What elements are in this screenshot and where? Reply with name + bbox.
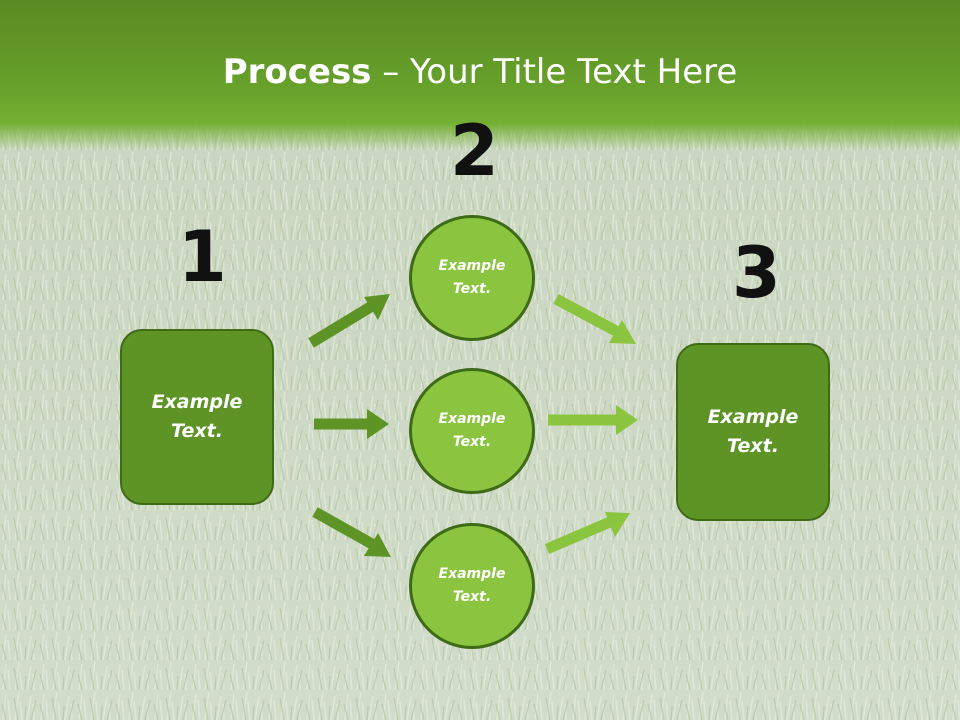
arrow-to-middle-circle bbox=[314, 409, 389, 439]
circle-top-text: Example Text. bbox=[438, 258, 506, 297]
circle-bottom-text: Example Text. bbox=[438, 566, 506, 605]
title-banner bbox=[0, 0, 960, 150]
title-rest: – Your Title Text Here bbox=[371, 52, 738, 92]
arrow-from-middle-circle bbox=[548, 405, 638, 435]
circle-bottom: Example Text. bbox=[409, 523, 535, 649]
step-number-2: 2 bbox=[450, 110, 499, 192]
arrow-to-top-circle bbox=[308, 294, 390, 348]
left-box-text: Example Text. bbox=[151, 391, 243, 442]
right-box: Example Text. bbox=[676, 343, 830, 521]
circle-top: Example Text. bbox=[409, 215, 535, 341]
circle-middle-text: Example Text. bbox=[438, 411, 506, 450]
arrow-from-top-circle bbox=[553, 294, 636, 344]
arrow-from-bottom-circle bbox=[544, 512, 630, 555]
left-box: Example Text. bbox=[120, 329, 274, 505]
slide-title: Process – Your Title Text Here bbox=[0, 52, 960, 92]
title-bold: Process bbox=[222, 52, 372, 92]
arrow-to-bottom-circle bbox=[312, 507, 391, 557]
right-box-text: Example Text. bbox=[707, 406, 799, 457]
step-number-3: 3 bbox=[732, 232, 781, 314]
step-number-1: 1 bbox=[178, 216, 227, 298]
circle-middle: Example Text. bbox=[409, 368, 535, 494]
